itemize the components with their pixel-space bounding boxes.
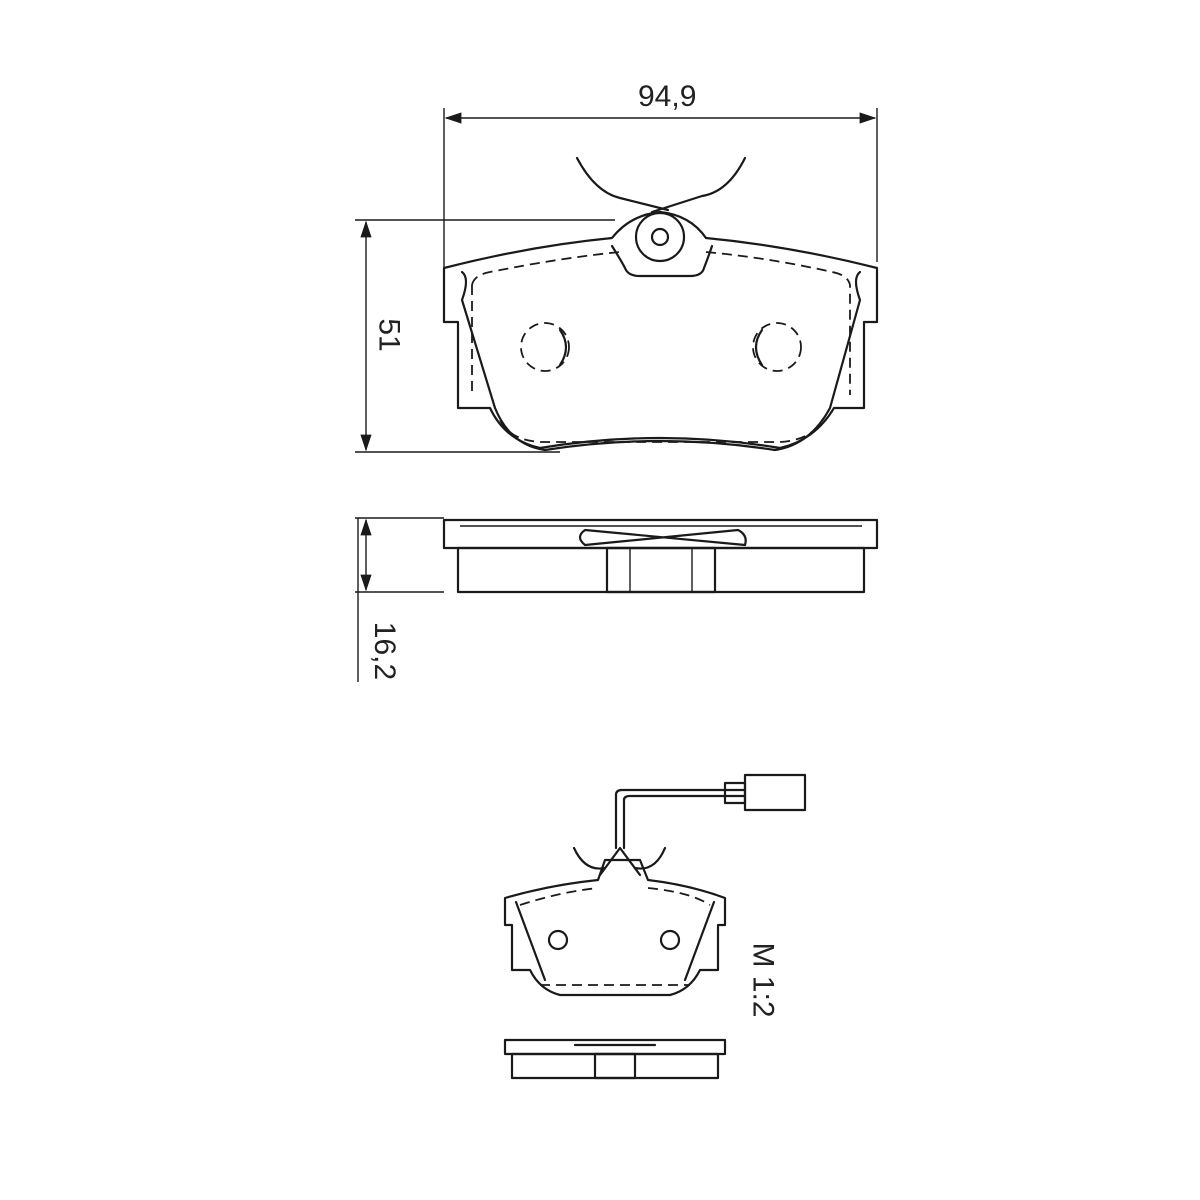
thickness-dimension-label: 16,2 [368,621,402,681]
width-dimension-label: 94,9 [638,80,697,113]
pad-small-view [503,773,807,1080]
thickness-dimension [355,517,444,682]
height-dimension [355,219,615,453]
hole-left [520,322,570,372]
hole-right [752,322,802,372]
height-dimension-label: 51 [372,318,406,352]
pad-side-view [442,518,879,594]
scale-label: M 1:2 [746,942,780,1018]
pad-front-view [442,156,879,452]
